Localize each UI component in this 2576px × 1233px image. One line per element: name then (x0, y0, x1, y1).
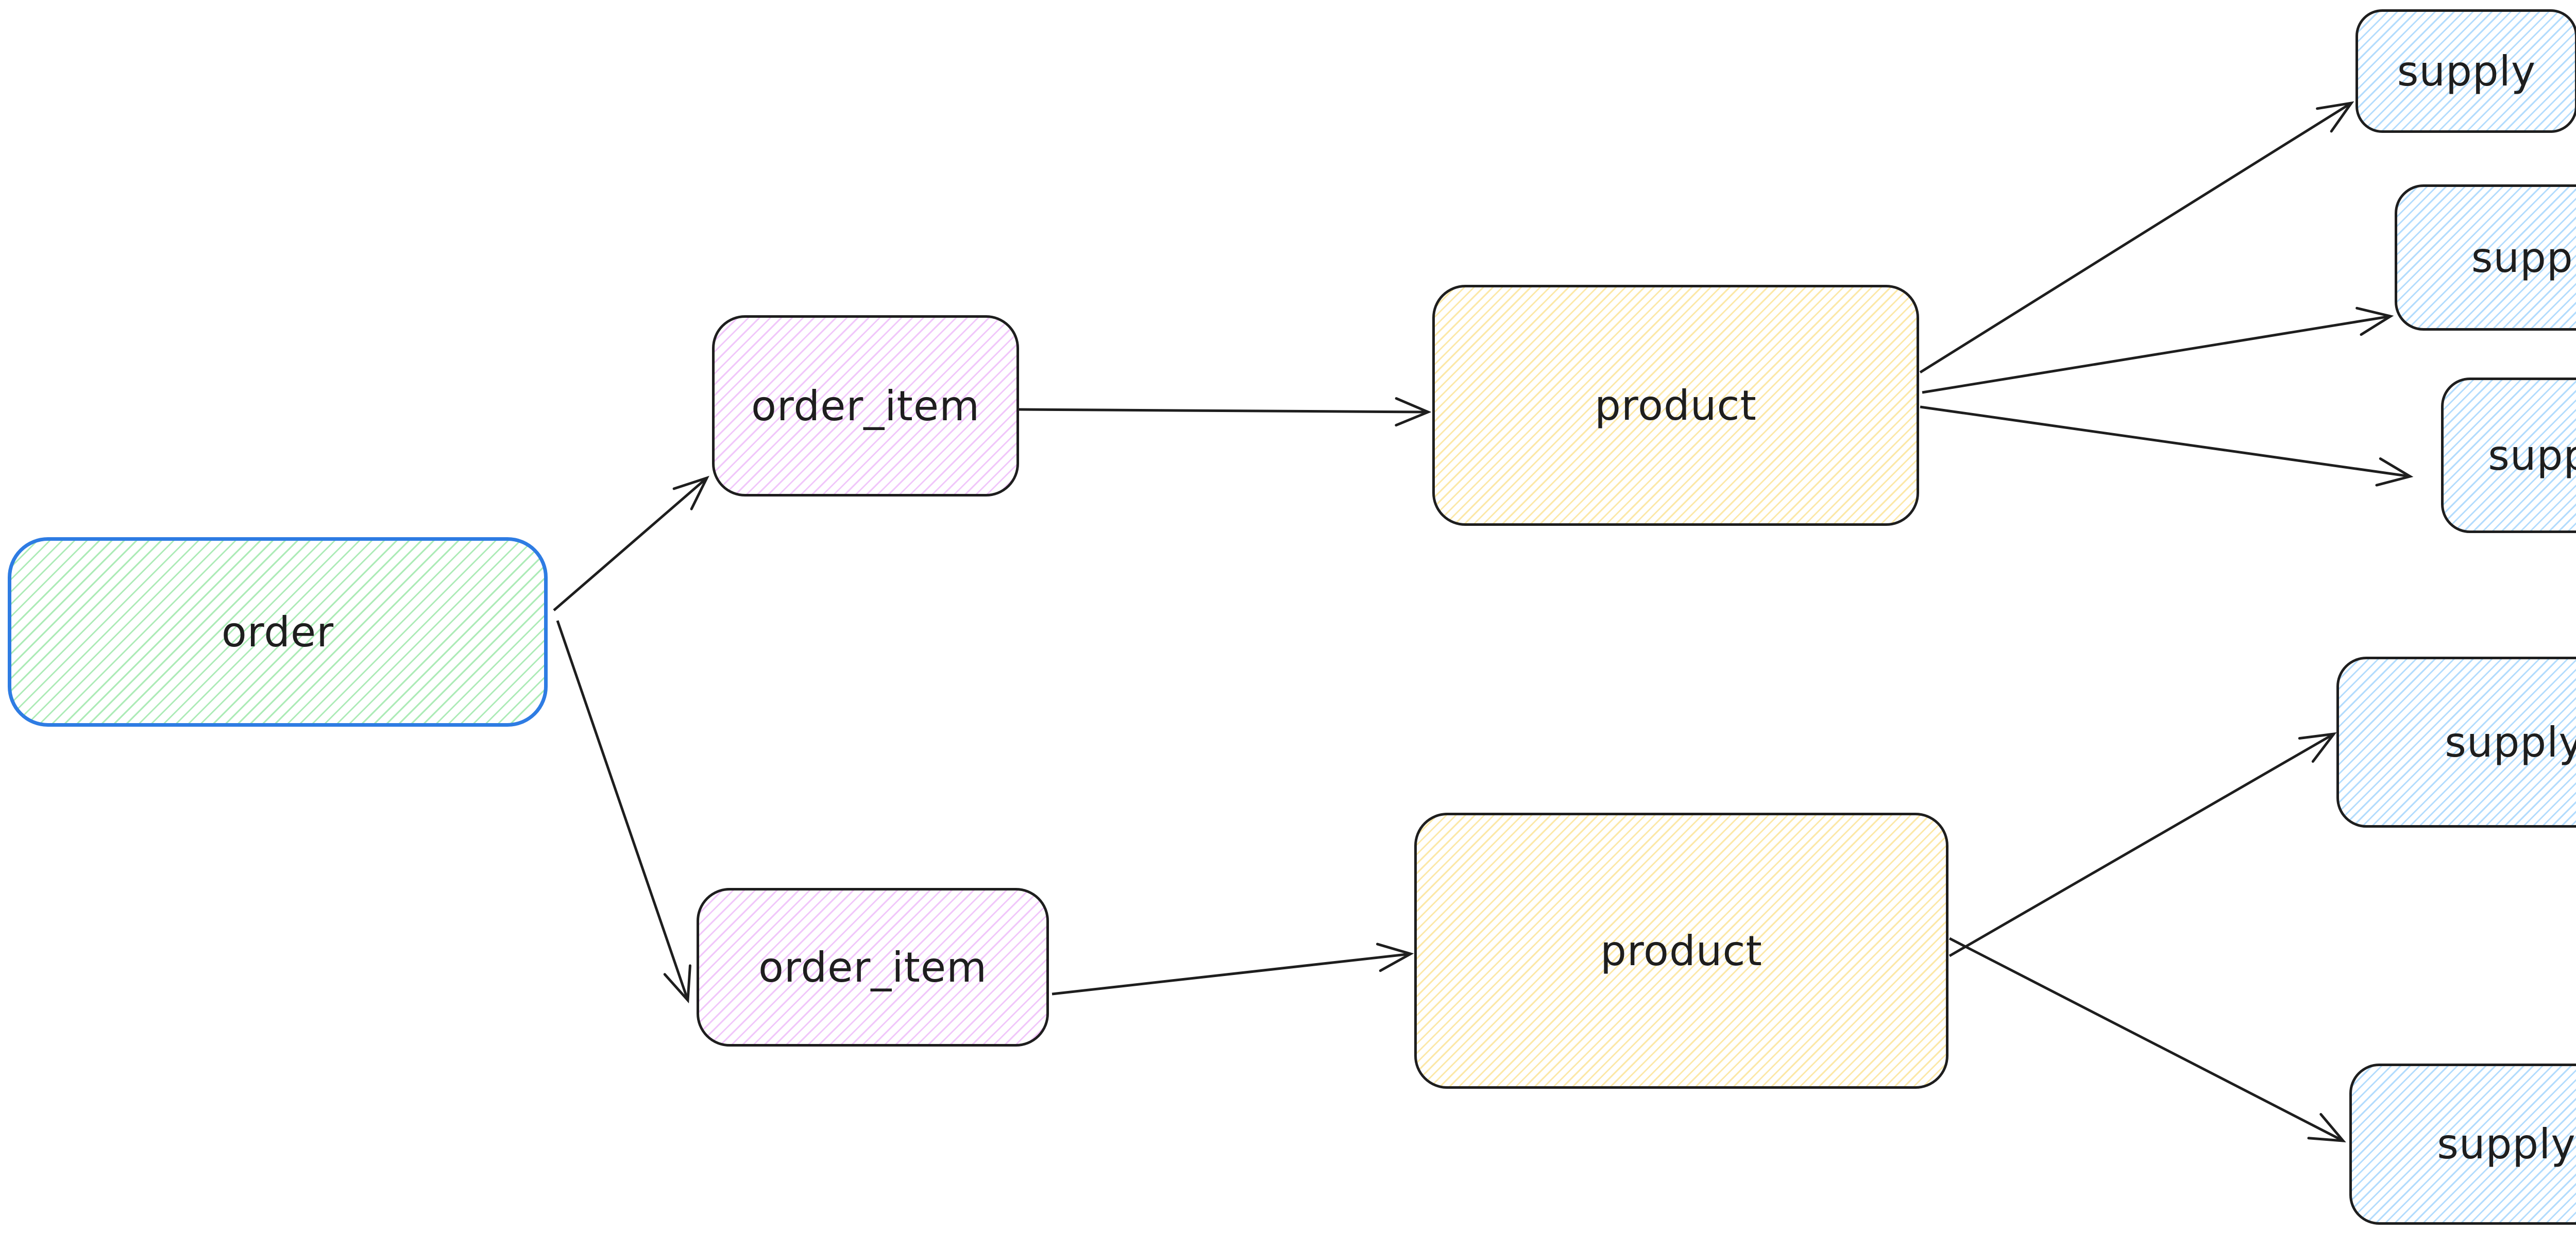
node-order-item-1[interactable]: order_item (712, 315, 1019, 496)
node-supply-3[interactable]: supply (2441, 378, 2576, 533)
node-label: supply (2437, 1120, 2576, 1168)
node-label: supply (2445, 718, 2576, 766)
node-label: supply (2488, 431, 2576, 480)
node-label: order_item (758, 943, 988, 991)
node-label: order (221, 608, 334, 656)
edge-product-1-to-supply-2[interactable] (1922, 306, 2394, 394)
node-supply-4[interactable]: supply (2336, 657, 2576, 828)
edge-order-item-1-to-product-1[interactable] (1019, 397, 1432, 427)
edge-product-1-to-supply-3[interactable] (1920, 405, 2414, 487)
node-label: supply (2397, 47, 2536, 95)
node-product-2[interactable]: product (1414, 813, 1948, 1089)
node-label: product (1600, 927, 1762, 975)
edge-order-to-order-item-1[interactable] (553, 475, 709, 611)
node-supply-1[interactable]: supply (2355, 9, 2576, 133)
node-order-item-2[interactable]: order_item (697, 888, 1049, 1047)
node-label: supply (2471, 233, 2576, 282)
node-supply-2[interactable]: supply (2395, 184, 2576, 331)
edge-order-item-2-to-product-2[interactable] (1052, 943, 1414, 996)
edge-product-2-to-supply-5[interactable] (1948, 937, 2346, 1142)
node-product-1[interactable]: product (1432, 285, 1919, 526)
node-label: order_item (751, 382, 980, 430)
node-supply-5[interactable]: supply (2349, 1064, 2576, 1225)
edge-product-1-to-supply-1[interactable] (1919, 101, 2354, 374)
node-order[interactable]: order (8, 537, 548, 727)
edge-product-2-to-supply-4[interactable] (1948, 732, 2337, 957)
edge-order-to-order-item-2[interactable] (556, 620, 691, 1004)
node-label: product (1595, 381, 1757, 430)
